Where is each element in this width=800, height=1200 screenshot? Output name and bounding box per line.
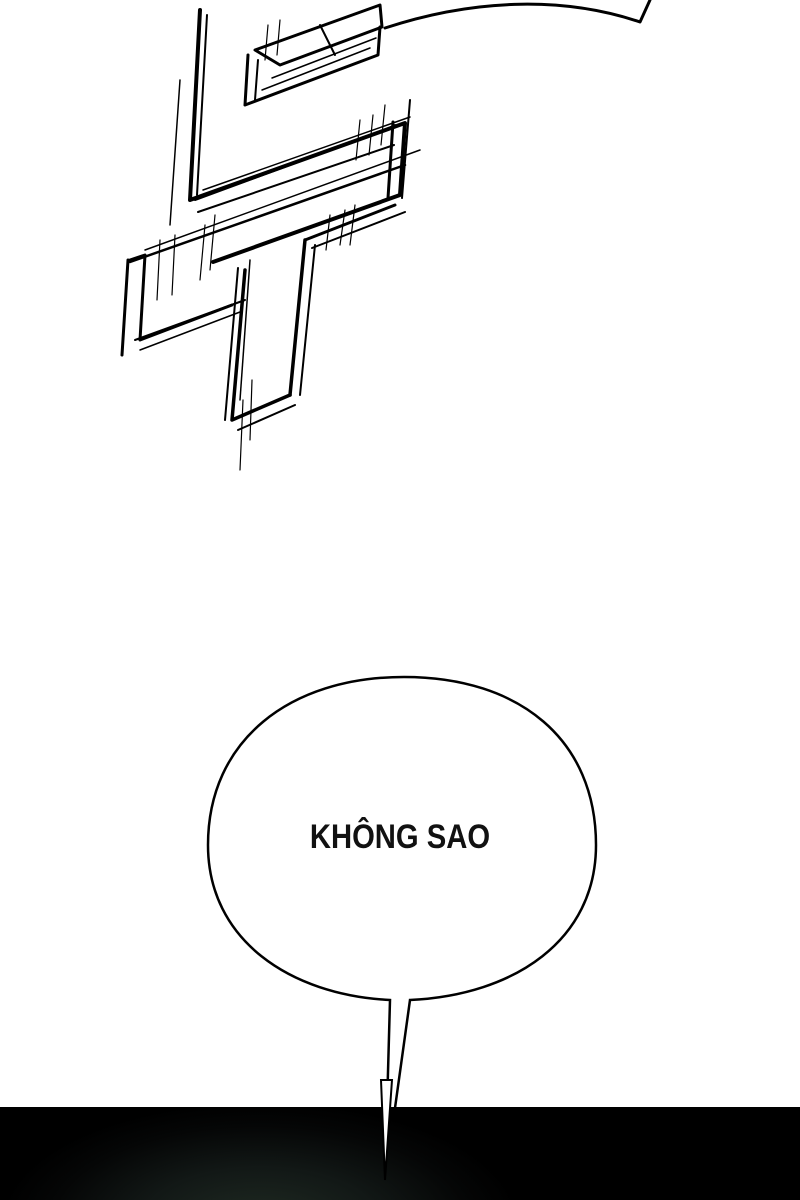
- speech-bubble-text: KHÔNG SAO: [309, 818, 491, 856]
- dark-scene-band: [0, 1107, 800, 1200]
